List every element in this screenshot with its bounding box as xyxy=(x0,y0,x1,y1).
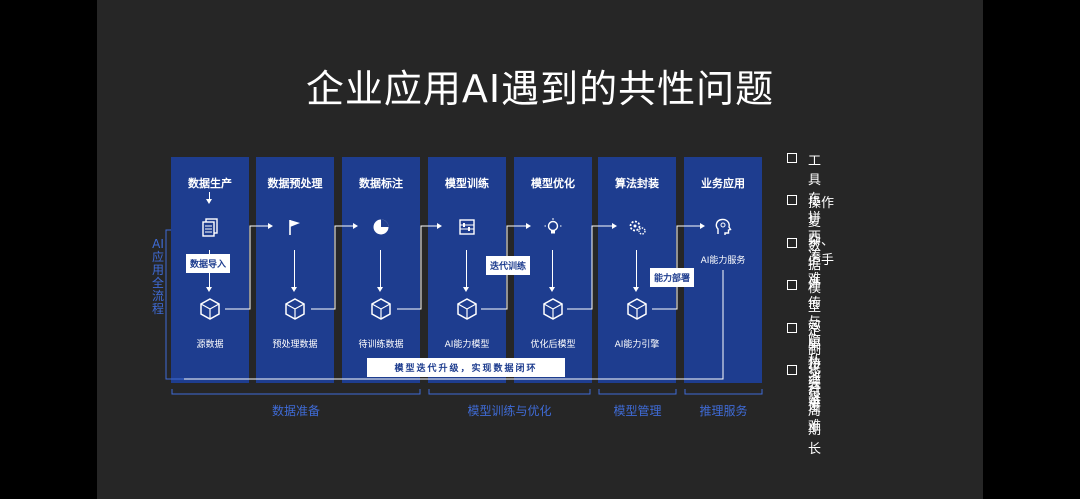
abacus-icon xyxy=(459,219,475,235)
column-output: AI能力引擎 xyxy=(614,340,660,350)
group-label: 数据准备 xyxy=(271,404,320,418)
down-arrow xyxy=(377,250,383,292)
issue-text: 数据外传与隐私泄露 xyxy=(808,238,822,406)
column-title: 数据标注 xyxy=(359,177,403,190)
issue-text: 定制化开发难 xyxy=(808,323,822,434)
tag-iterative-training: 迭代训练 xyxy=(486,256,531,275)
column-data-preprocessing: 数据预处理 预处理数据 xyxy=(256,157,334,383)
group-bracket xyxy=(171,389,421,395)
column-output: AI能力模型 xyxy=(444,340,490,350)
column-output: 预处理数据 xyxy=(272,340,318,350)
column-output: 源数据 xyxy=(196,340,224,350)
checkbox-icon xyxy=(787,364,797,375)
cube-icon xyxy=(627,298,647,320)
cube-icon xyxy=(457,298,477,320)
column-title: 模型优化 xyxy=(531,177,575,190)
checkbox-icon xyxy=(787,322,797,333)
checkbox-icon xyxy=(787,280,797,291)
issue-text: 交付周期长 xyxy=(808,365,822,457)
down-arrow xyxy=(463,250,469,292)
column-output: 待训练数据 xyxy=(358,340,404,350)
gears-icon xyxy=(629,220,646,235)
checkbox-icon xyxy=(787,153,797,163)
column-title: 数据预处理 xyxy=(267,177,323,190)
head-brain-icon xyxy=(715,218,732,235)
lightbulb-icon xyxy=(544,218,562,234)
cube-icon xyxy=(371,298,391,320)
group-label: 模型训练与优化 xyxy=(467,404,552,418)
tag-capability-deployment: 能力部署 xyxy=(650,268,695,287)
group-label: 推理服务 xyxy=(699,404,748,418)
flag-icon xyxy=(289,220,300,235)
column-title: 算法封装 xyxy=(615,177,659,190)
issue-text: 操作复杂、上手难 xyxy=(808,196,835,288)
group-label: 模型管理 xyxy=(613,404,662,418)
slide-title: 企业应用AI遇到的共性问题 xyxy=(305,67,775,111)
cube-icon xyxy=(543,298,563,320)
cube-icon xyxy=(285,298,305,320)
pie-chart-icon xyxy=(373,219,389,235)
column-output: AI能力服务 xyxy=(700,256,746,266)
side-label: AI应用全流程 xyxy=(151,237,164,316)
column-data-annotation: 数据标注 待训练数据 xyxy=(342,157,420,383)
document-icon xyxy=(202,218,218,237)
column-title: 数据生产 xyxy=(188,177,232,190)
down-arrow xyxy=(549,250,555,292)
column-title: 模型训练 xyxy=(445,177,489,190)
issue-text: 模型效果持续难 xyxy=(808,281,822,411)
checkbox-icon xyxy=(787,195,797,206)
down-arrow xyxy=(206,192,212,204)
cube-icon xyxy=(200,298,220,320)
tag-model-iteration-loop: 模型迭代升级，实现数据闭环 xyxy=(367,358,565,377)
down-arrow xyxy=(291,250,297,292)
column-title: 业务应用 xyxy=(701,177,745,190)
issue-text: 工具东拼西凑 xyxy=(808,154,822,264)
checkbox-icon xyxy=(787,237,797,248)
column-output: 优化后模型 xyxy=(530,340,576,350)
down-arrow xyxy=(633,250,639,292)
tag-data-import: 数据导入 xyxy=(186,254,231,273)
